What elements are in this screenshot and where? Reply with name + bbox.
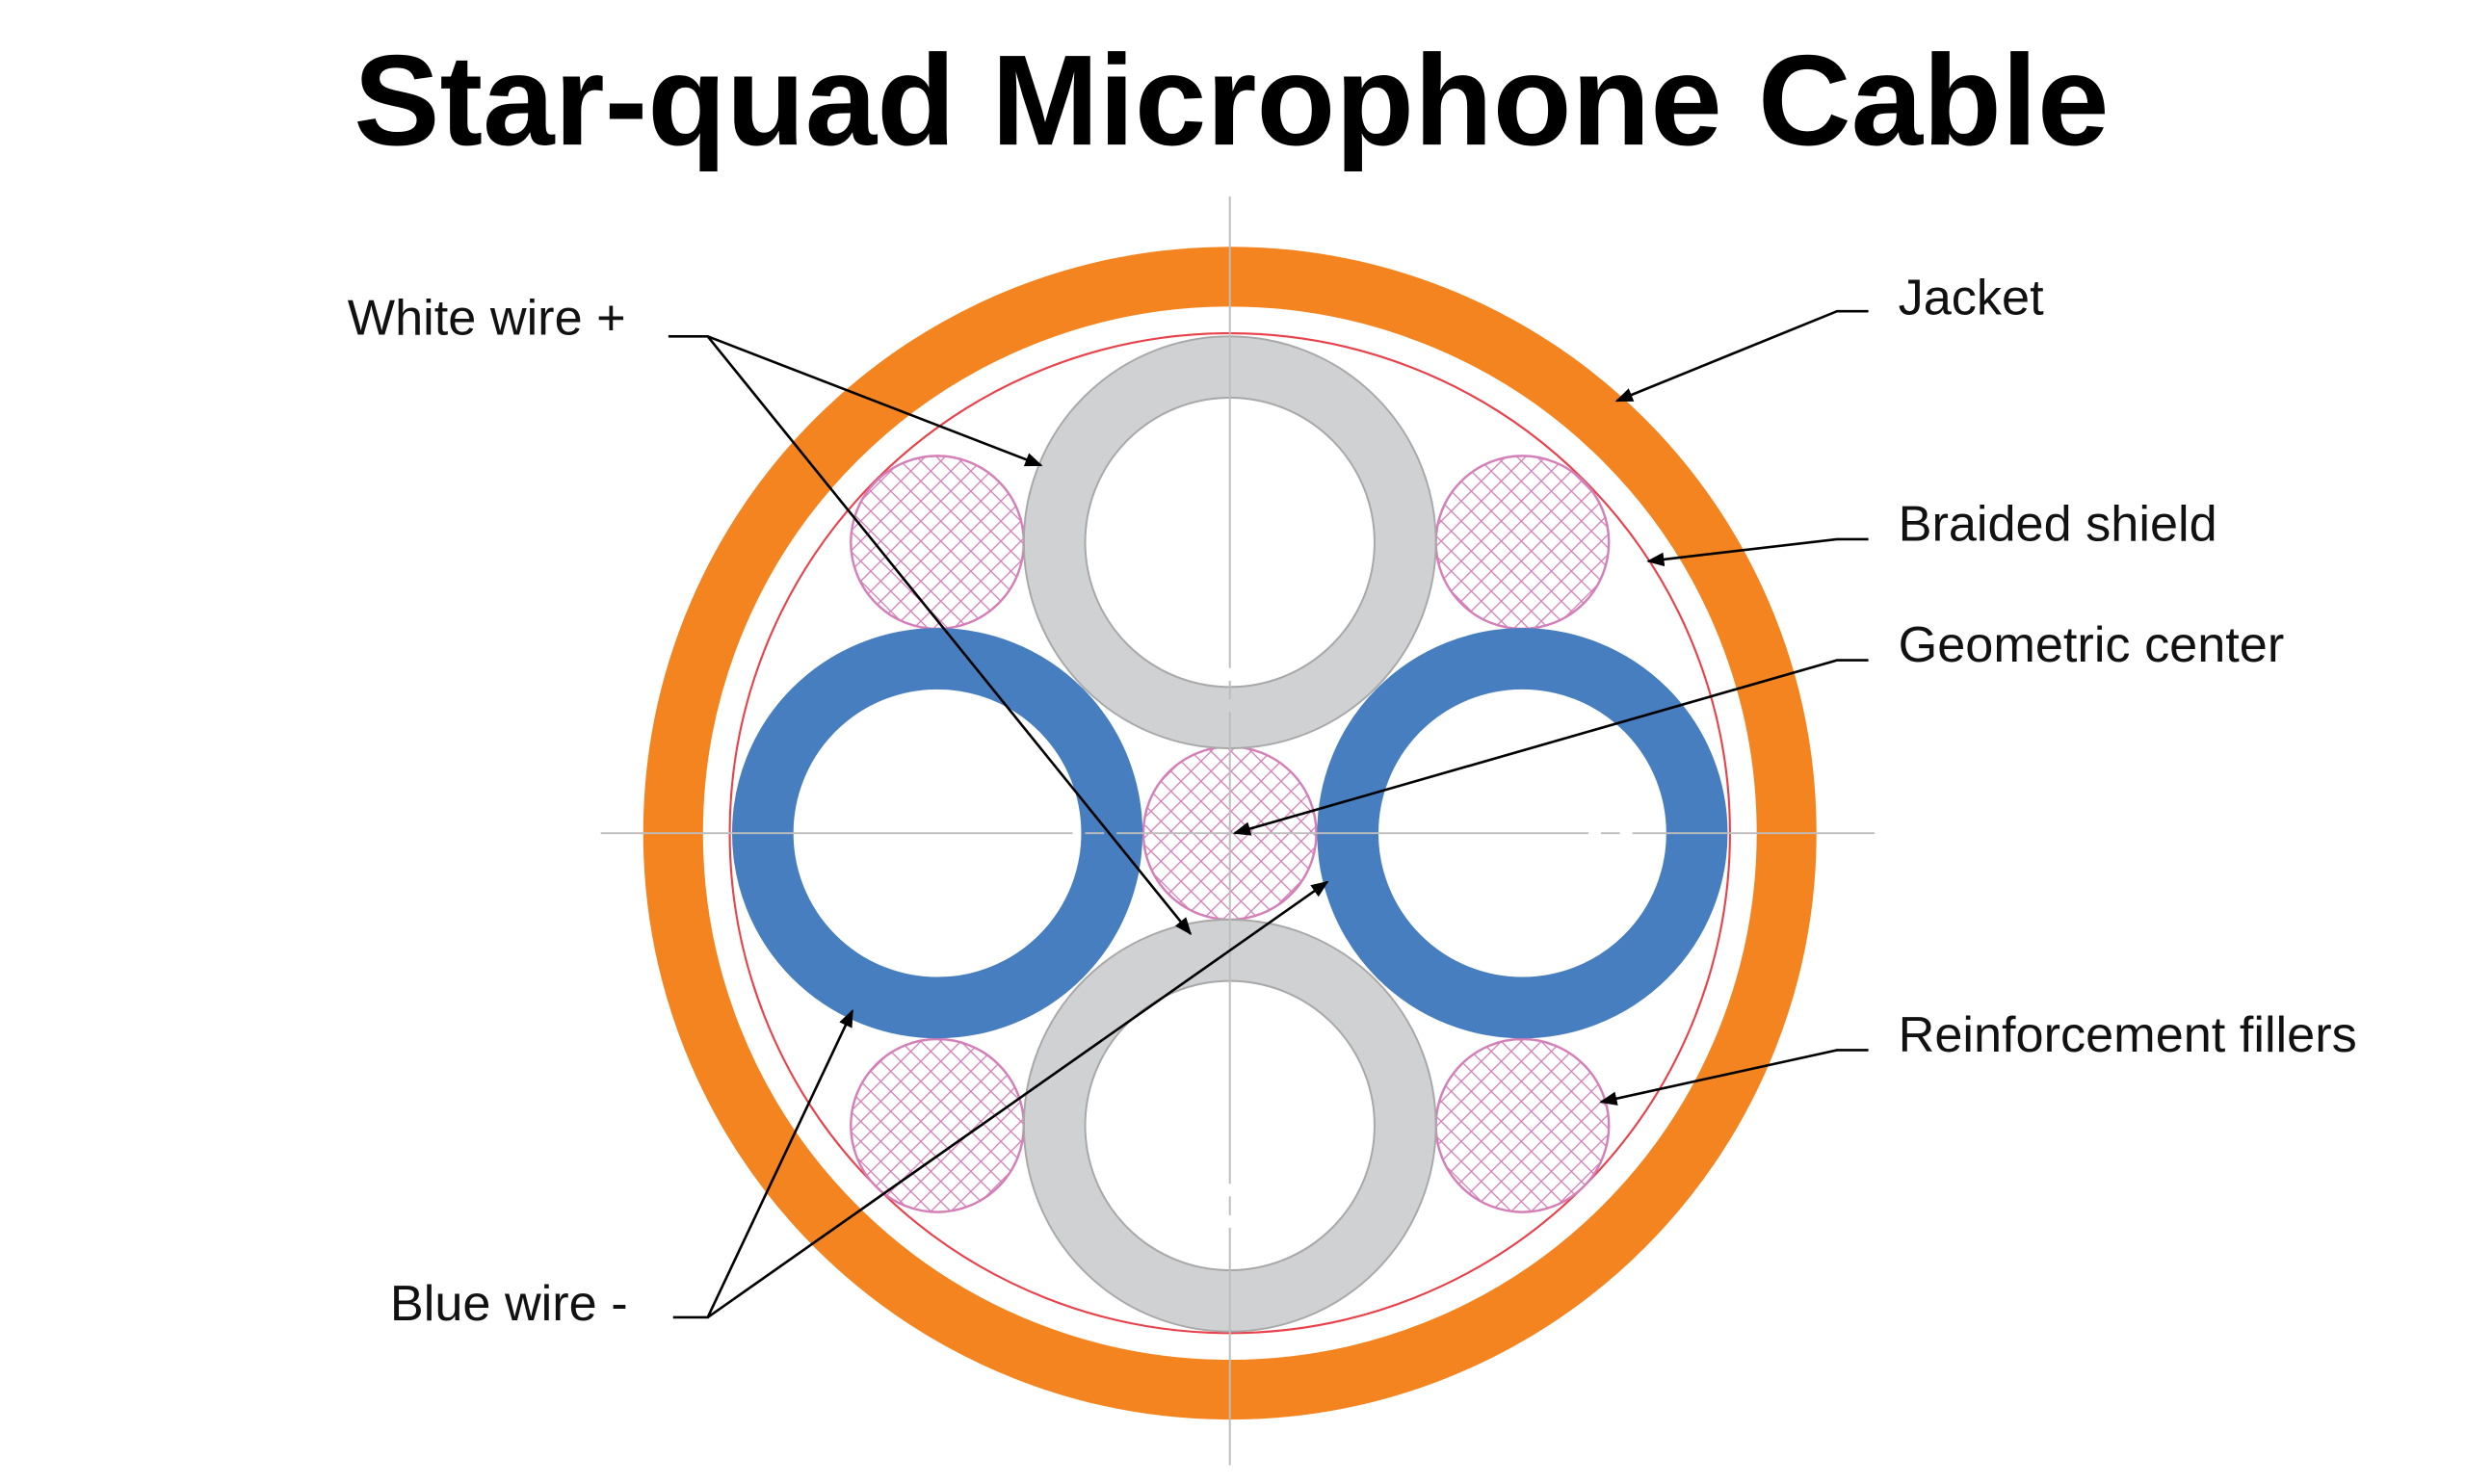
leader-lines — [668, 309, 1869, 1319]
label-white-wire: White wire + — [348, 291, 626, 347]
label-blue-wire: Blue wire - — [390, 1276, 628, 1332]
filler — [850, 455, 1026, 631]
filler — [850, 1037, 1026, 1213]
diagram-title: Star-quad Microphone Cable — [354, 29, 2109, 172]
label-reinforcement-fillers: Reinforcement fillers — [1899, 1007, 2357, 1063]
label-braided-shield: Braided shield — [1899, 497, 2217, 553]
label-jacket: Jacket — [1899, 270, 2044, 325]
label-geometric-center: Geometric center — [1899, 617, 2285, 673]
filler — [1434, 455, 1611, 631]
filler — [1434, 1037, 1611, 1213]
